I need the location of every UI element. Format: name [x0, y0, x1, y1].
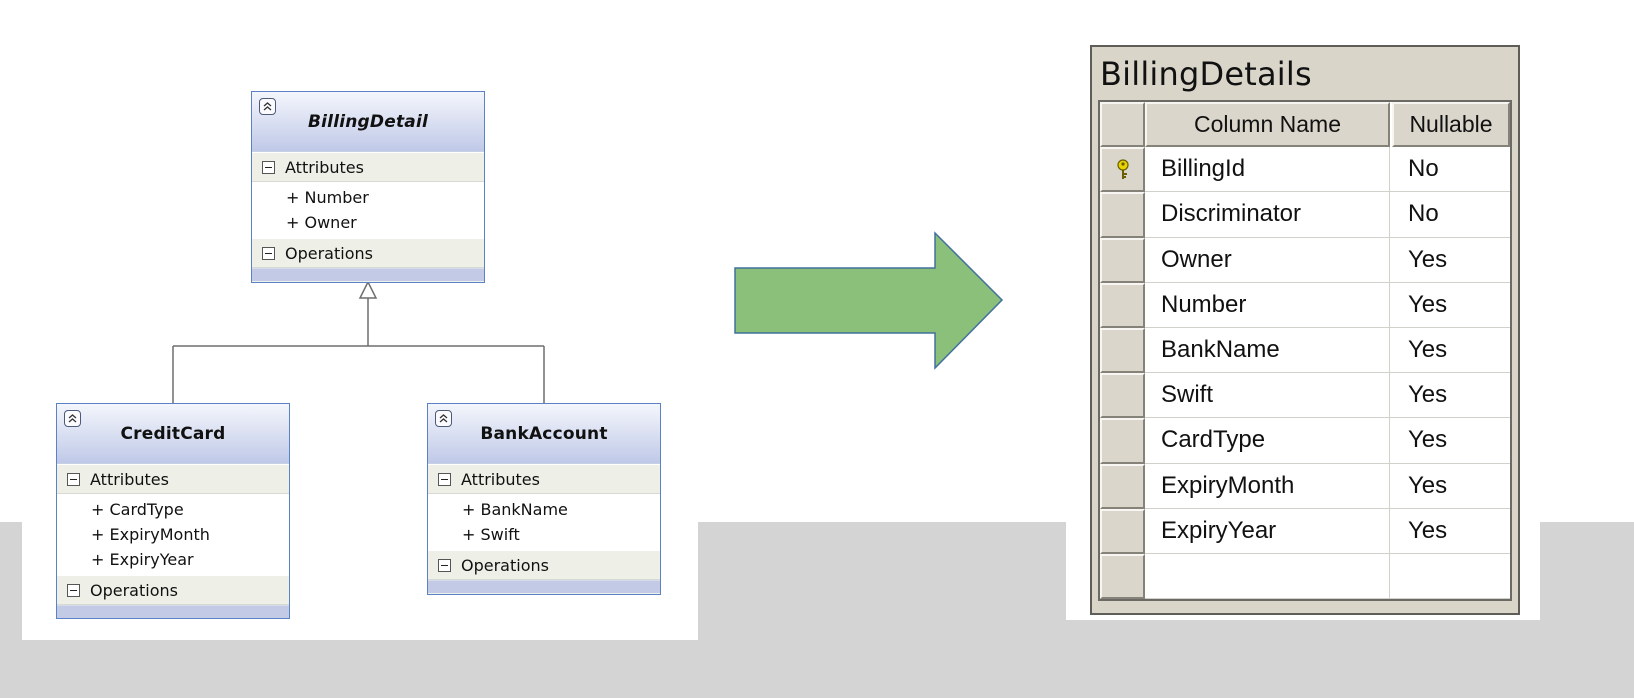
operations-section[interactable]: Operations: [57, 575, 289, 605]
attribute-item: + ExpiryMonth: [91, 525, 210, 544]
row-selector-header[interactable]: [1100, 102, 1145, 148]
column-name-header[interactable]: Column Name: [1145, 102, 1390, 148]
table-row[interactable]: Owner Yes: [1100, 237, 1510, 283]
table-row[interactable]: ExpiryMonth Yes: [1100, 463, 1510, 509]
column-name-cell[interactable]: ExpiryMonth: [1145, 463, 1390, 509]
row-selector[interactable]: [1100, 327, 1145, 374]
class-header: BillingDetail: [252, 92, 484, 152]
nullable-cell[interactable]: Yes: [1390, 328, 1510, 374]
attribute-list: + Number + Owner: [252, 182, 484, 238]
uml-class-creditcard[interactable]: CreditCard Attributes + CardType + Expir…: [56, 403, 290, 619]
table-row[interactable]: ExpiryYear Yes: [1100, 508, 1510, 554]
column-name-cell[interactable]: Number: [1145, 282, 1390, 328]
class-footer: [428, 580, 660, 593]
minus-icon[interactable]: [262, 246, 275, 260]
minus-icon[interactable]: [438, 558, 451, 572]
table-row[interactable]: CardType Yes: [1100, 418, 1510, 464]
operations-section[interactable]: Operations: [252, 238, 484, 268]
minus-icon[interactable]: [262, 160, 275, 174]
row-selector[interactable]: [1100, 373, 1145, 419]
table-title: BillingDetails: [1100, 55, 1312, 93]
attributes-label: Attributes: [461, 469, 540, 489]
attribute-item: + ExpiryYear: [91, 550, 194, 569]
nullable-cell[interactable]: No: [1390, 192, 1510, 238]
operations-label: Operations: [90, 580, 178, 600]
row-selector[interactable]: [1100, 508, 1145, 554]
attribute-item: + Number: [286, 188, 369, 207]
row-selector[interactable]: [1100, 192, 1145, 238]
attribute-item: + Owner: [286, 213, 357, 232]
row-selector[interactable]: [1100, 418, 1145, 464]
class-name: BillingDetail: [307, 111, 429, 132]
column-grid[interactable]: Column Name Nullable BillingId No Discri…: [1098, 100, 1512, 602]
attribute-item: + Swift: [462, 525, 520, 544]
attribute-list: + BankName + Swift: [428, 494, 660, 550]
table-row[interactable]: BankName Yes: [1100, 327, 1510, 374]
attribute-item: + CardType: [91, 500, 184, 519]
table-designer[interactable]: BillingDetails Column Name Nullable Bill…: [1090, 45, 1520, 615]
column-name-cell[interactable]: BankName: [1145, 327, 1390, 374]
column-name-cell[interactable]: CardType: [1145, 418, 1390, 464]
nullable-cell[interactable]: Yes: [1390, 238, 1510, 283]
nullable-cell[interactable]: No: [1390, 147, 1510, 193]
table-row[interactable]: Swift Yes: [1100, 373, 1510, 419]
table-row[interactable]: Discriminator No: [1100, 192, 1510, 238]
column-name-cell[interactable]: [1145, 553, 1390, 600]
mapping-arrow-icon: [734, 231, 1004, 370]
operations-label: Operations: [285, 243, 373, 263]
attributes-section[interactable]: Attributes: [252, 152, 484, 182]
class-footer: [57, 605, 289, 618]
class-name: CreditCard: [120, 423, 226, 444]
inheritance-connector: [172, 280, 545, 404]
row-selector[interactable]: [1100, 237, 1145, 283]
uml-class-billingdetail[interactable]: BillingDetail Attributes + Number + Owne…: [251, 91, 485, 283]
column-name-cell[interactable]: Discriminator: [1145, 192, 1390, 238]
grid-header-row: Column Name Nullable: [1100, 102, 1510, 148]
collapse-icon[interactable]: [64, 410, 81, 427]
row-selector[interactable]: [1100, 463, 1145, 509]
generalization-arrowhead: [358, 280, 378, 299]
table-row[interactable]: Number Yes: [1100, 282, 1510, 328]
collapse-icon[interactable]: [435, 410, 452, 427]
table-row[interactable]: BillingId No: [1100, 147, 1510, 193]
minus-icon[interactable]: [438, 472, 451, 486]
class-name: BankAccount: [480, 423, 608, 444]
nullable-cell[interactable]: [1390, 554, 1510, 600]
primary-key-icon: [1116, 159, 1129, 179]
nullable-cell[interactable]: Yes: [1390, 283, 1510, 328]
nullable-cell[interactable]: Yes: [1390, 464, 1510, 509]
row-selector[interactable]: [1100, 282, 1145, 328]
column-name-cell[interactable]: BillingId: [1145, 147, 1390, 193]
attributes-label: Attributes: [285, 157, 364, 177]
class-header: BankAccount: [428, 404, 660, 464]
nullable-cell[interactable]: Yes: [1390, 373, 1510, 419]
attributes-section[interactable]: Attributes: [428, 464, 660, 494]
attribute-item: + BankName: [462, 500, 568, 519]
nullable-cell[interactable]: Yes: [1390, 509, 1510, 554]
attributes-label: Attributes: [90, 469, 169, 489]
column-name-cell[interactable]: Swift: [1145, 373, 1390, 419]
nullable-header[interactable]: Nullable: [1392, 102, 1510, 148]
attribute-list: + CardType + ExpiryMonth + ExpiryYear: [57, 494, 289, 575]
class-header: CreditCard: [57, 404, 289, 464]
minus-icon[interactable]: [67, 472, 80, 486]
minus-icon[interactable]: [67, 583, 80, 597]
attributes-section[interactable]: Attributes: [57, 464, 289, 494]
row-selector[interactable]: [1100, 147, 1145, 193]
column-name-cell[interactable]: ExpiryYear: [1145, 508, 1390, 554]
column-name-cell[interactable]: Owner: [1145, 237, 1390, 283]
table-row-empty[interactable]: [1100, 553, 1510, 600]
nullable-cell[interactable]: Yes: [1390, 418, 1510, 464]
operations-label: Operations: [461, 555, 549, 575]
operations-section[interactable]: Operations: [428, 550, 660, 580]
row-selector[interactable]: [1100, 553, 1145, 600]
collapse-icon[interactable]: [259, 98, 276, 115]
class-footer: [252, 268, 484, 281]
uml-class-bankaccount[interactable]: BankAccount Attributes + BankName + Swif…: [427, 403, 661, 595]
